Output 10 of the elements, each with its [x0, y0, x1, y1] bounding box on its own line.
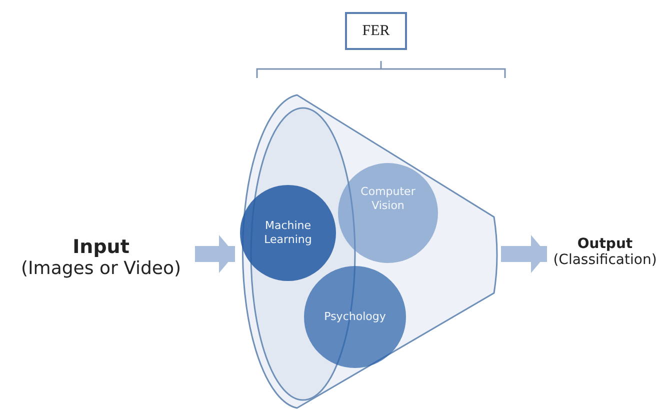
subtitle-text: (Images or Video) — [20, 258, 182, 278]
block-arrow — [501, 235, 547, 273]
title-box: FER — [345, 12, 407, 50]
heading-text: Input — [72, 236, 130, 258]
heading-text: Output — [577, 236, 633, 252]
circle-label: Machine Learning — [263, 218, 313, 248]
block-arrow — [195, 235, 235, 273]
circle-label: Computer Vision — [360, 184, 416, 214]
subtitle-text: (Classification) — [553, 252, 657, 268]
circle-label: Psychology — [323, 310, 387, 324]
